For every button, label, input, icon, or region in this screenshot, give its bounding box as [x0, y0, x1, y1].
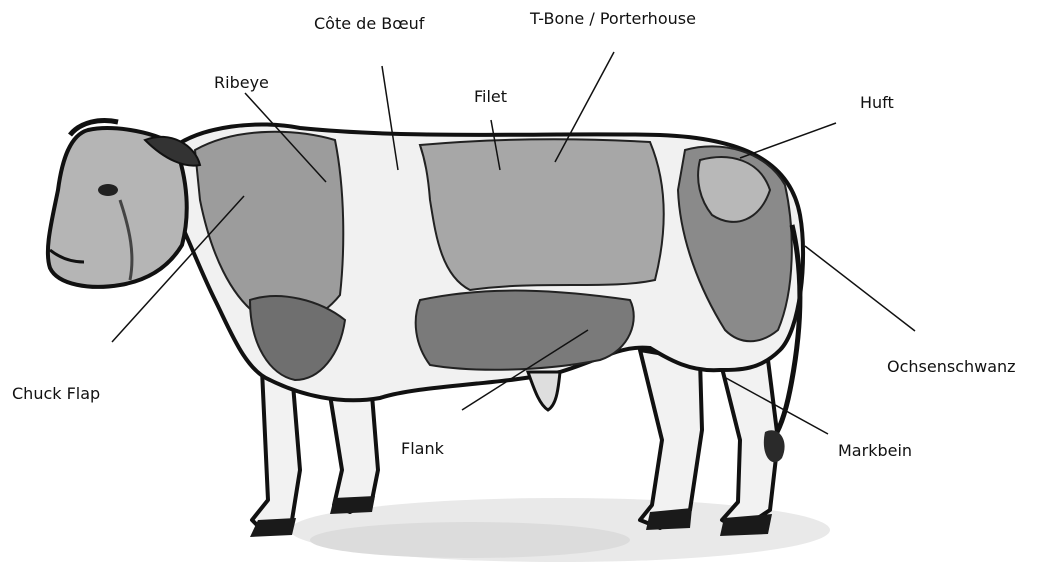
label-cote-de-boeuf: Côte de Bœuf: [314, 14, 424, 33]
label-flank: Flank: [401, 439, 444, 458]
white-patch: [452, 430, 562, 480]
label-huft: Huft: [860, 93, 894, 112]
label-filet: Filet: [474, 87, 507, 106]
leader-line-ochsenschwanz: [805, 246, 915, 331]
label-ochsenschwanz: Ochsenschwanz: [887, 357, 1016, 376]
cow-head: [48, 121, 200, 287]
label-markbein: Markbein: [838, 441, 912, 460]
cow-udder: [528, 372, 560, 410]
leader-line-huft: [740, 123, 836, 158]
label-ribeye: Ribeye: [214, 73, 269, 92]
label-t-bone: T-Bone / Porterhouse: [530, 9, 696, 28]
label-chuck-flap: Chuck Flap: [12, 384, 100, 403]
